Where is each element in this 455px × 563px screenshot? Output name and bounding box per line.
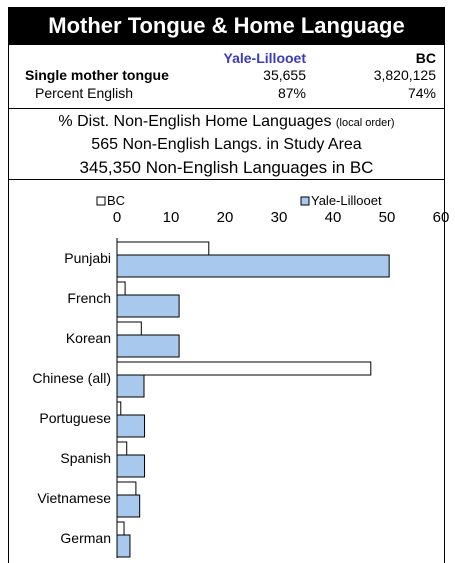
info-line-3: 345,350 Non-English Languages in BC bbox=[79, 158, 374, 177]
category-label: Portuguese bbox=[39, 410, 111, 426]
stats-row-label: Percent English bbox=[35, 85, 134, 101]
x-tick-label: 0 bbox=[113, 209, 121, 226]
bar-bc bbox=[116, 281, 126, 296]
legend-label: BC bbox=[107, 193, 125, 208]
title-bar: Mother Tongue & Home Language bbox=[8, 7, 445, 45]
x-tick-label: 40 bbox=[325, 209, 342, 226]
info-line-1: % Dist. Non-English Home Languages (loca… bbox=[9, 113, 444, 131]
stats-row-bc: 74% bbox=[407, 85, 436, 101]
info-line-2: 565 Non-English Langs. in Study Area bbox=[91, 136, 362, 153]
x-tick-label: 50 bbox=[379, 209, 396, 226]
bar-bc bbox=[116, 321, 142, 336]
bar-bc bbox=[116, 521, 125, 536]
stats-header-bc: BC bbox=[415, 50, 436, 66]
bar-yale-lillooet bbox=[116, 414, 146, 438]
category-label: Punjabi bbox=[64, 250, 111, 266]
category-label: Korean bbox=[66, 330, 111, 346]
category-label: Spanish bbox=[60, 450, 111, 466]
bar-yale-lillooet bbox=[116, 374, 145, 398]
x-tick-label: 60 bbox=[433, 209, 450, 226]
category-label: Chinese (all) bbox=[32, 370, 111, 386]
x-tick-label: 10 bbox=[163, 209, 180, 226]
stats-row-label: Single mother tongue bbox=[25, 67, 169, 83]
info-box: % Dist. Non-English Home Languages (loca… bbox=[8, 108, 445, 180]
bar-bc bbox=[116, 481, 137, 496]
bar-bc bbox=[116, 401, 122, 416]
bar-yale-lillooet bbox=[116, 534, 131, 558]
stats-header-yale: Yale-Lillooet bbox=[223, 50, 306, 66]
stats-table: Yale-Lillooet BC Single mother tongue 35… bbox=[8, 45, 445, 108]
legend-label: Yale-Lillooet bbox=[311, 193, 382, 208]
bar-yale-lillooet bbox=[116, 494, 141, 518]
bar-yale-lillooet bbox=[116, 254, 390, 278]
category-label: French bbox=[67, 290, 111, 306]
info-line-1-note: (local order) bbox=[335, 117, 395, 129]
bar-yale-lillooet bbox=[116, 334, 180, 358]
stats-row-yale: 87% bbox=[277, 85, 306, 101]
bar-yale-lillooet bbox=[116, 294, 180, 318]
bar-bc bbox=[116, 241, 210, 256]
stats-row-bc: 3,820,125 bbox=[373, 67, 436, 83]
chart-title: Mother Tongue & Home Language bbox=[48, 13, 405, 38]
bar-yale-lillooet bbox=[116, 454, 146, 478]
stats-row-yale: 35,655 bbox=[263, 67, 306, 83]
x-tick-label: 20 bbox=[217, 209, 234, 226]
legend-swatch bbox=[96, 196, 106, 206]
bar-bc bbox=[116, 441, 128, 456]
info-line-1-main: % Dist. Non-English Home Languages bbox=[58, 113, 332, 130]
x-tick-label: 30 bbox=[271, 209, 288, 226]
category-label: Vietnamese bbox=[37, 490, 111, 506]
legend-swatch bbox=[300, 196, 310, 206]
bar-chart: 0 10 20 30 40 50 60 BC Yale-LillooetPunjabiFrenc… bbox=[32, 193, 449, 558]
bar-bc bbox=[116, 361, 372, 376]
category-label: German bbox=[60, 530, 111, 546]
